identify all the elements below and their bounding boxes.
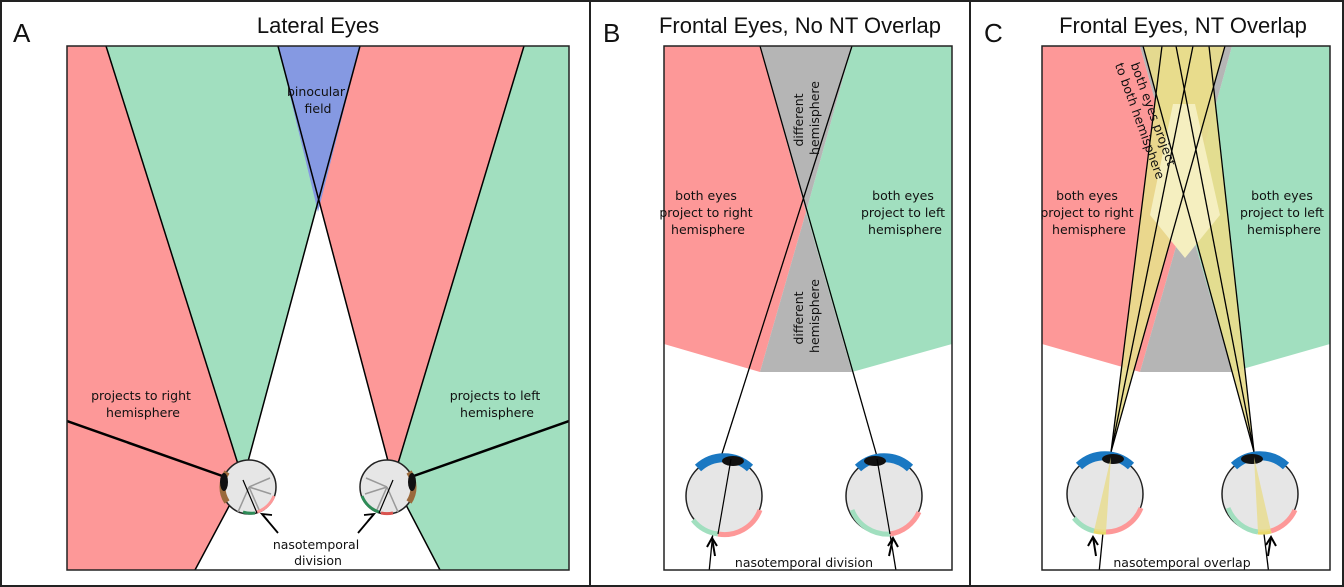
- nasotemporal-arrows-b: [706, 536, 899, 557]
- left-eye-c: [1066, 451, 1144, 535]
- overlap-intersection: [1150, 104, 1220, 258]
- left-eye-axis-line: [67, 419, 229, 480]
- different-hemisphere-bottom: [760, 212, 852, 372]
- left-eye-b: [685, 453, 763, 538]
- left-hemisphere-label-b: both eyes project to left hemisphere: [861, 188, 949, 237]
- panel-a-letter: A: [13, 18, 31, 48]
- different-hemisphere-top-label: different hemisphere: [791, 81, 822, 155]
- panel-a: A Lateral Eyes binocular field projects …: [0, 0, 591, 587]
- right-hemisphere-label-b: both eyes project to right hemisphere: [659, 188, 756, 237]
- panel-b-letter: B: [603, 18, 620, 48]
- panel-c-letter: C: [984, 18, 1003, 48]
- left-eye: [219, 459, 277, 515]
- binocular-field: [278, 46, 360, 212]
- panel-c: C Frontal Eyes, NT Overlap both eyes pro…: [969, 0, 1344, 587]
- panel-c-title: Frontal Eyes, NT Overlap: [1059, 13, 1307, 38]
- nasotemporal-arrows-a: [259, 512, 377, 534]
- left-eye-left-hemisphere-field: [106, 46, 360, 480]
- right-hemisphere-label-c: both eyes project to right hemisphere: [1040, 188, 1137, 237]
- projects-right-label: projects to right hemisphere: [91, 388, 195, 420]
- right-eye-right-hemisphere-field: [278, 46, 524, 480]
- nasotemporal-overlap-label: nasotemporal overlap: [1113, 555, 1250, 570]
- nasotemporal-arrows-c: [1087, 535, 1277, 557]
- right-eye: [359, 459, 417, 516]
- center-gray-bottom: [1140, 212, 1232, 372]
- nasotemporal-division-label-a: nasotemporal division: [273, 537, 363, 568]
- different-hemisphere-bottom-label: different hemisphere: [791, 279, 822, 353]
- nasotemporal-division-label-b: nasotemporal division: [735, 555, 873, 570]
- left-hemisphere-label-c: both eyes project to left hemisphere: [1240, 188, 1328, 237]
- panel-b-title: Frontal Eyes, No NT Overlap: [659, 13, 941, 38]
- panel-b: B Frontal Eyes, No NT Overlap both eyes …: [589, 0, 971, 587]
- right-eye-axis-line: [407, 419, 569, 480]
- right-eye-b: [845, 453, 923, 537]
- left-hemisphere-field-b: [806, 46, 952, 372]
- right-hemisphere-field-b: [664, 46, 806, 372]
- binocular-field-label: binocular field: [287, 84, 349, 116]
- projects-left-label: projects to left hemisphere: [450, 388, 545, 420]
- different-hemisphere-top: [760, 46, 852, 212]
- left-eye-right-hemisphere-field: [67, 46, 243, 570]
- right-eye-c: [1221, 451, 1299, 535]
- right-eye-left-hemisphere-field: [393, 46, 569, 570]
- panel-a-title: Lateral Eyes: [257, 13, 379, 38]
